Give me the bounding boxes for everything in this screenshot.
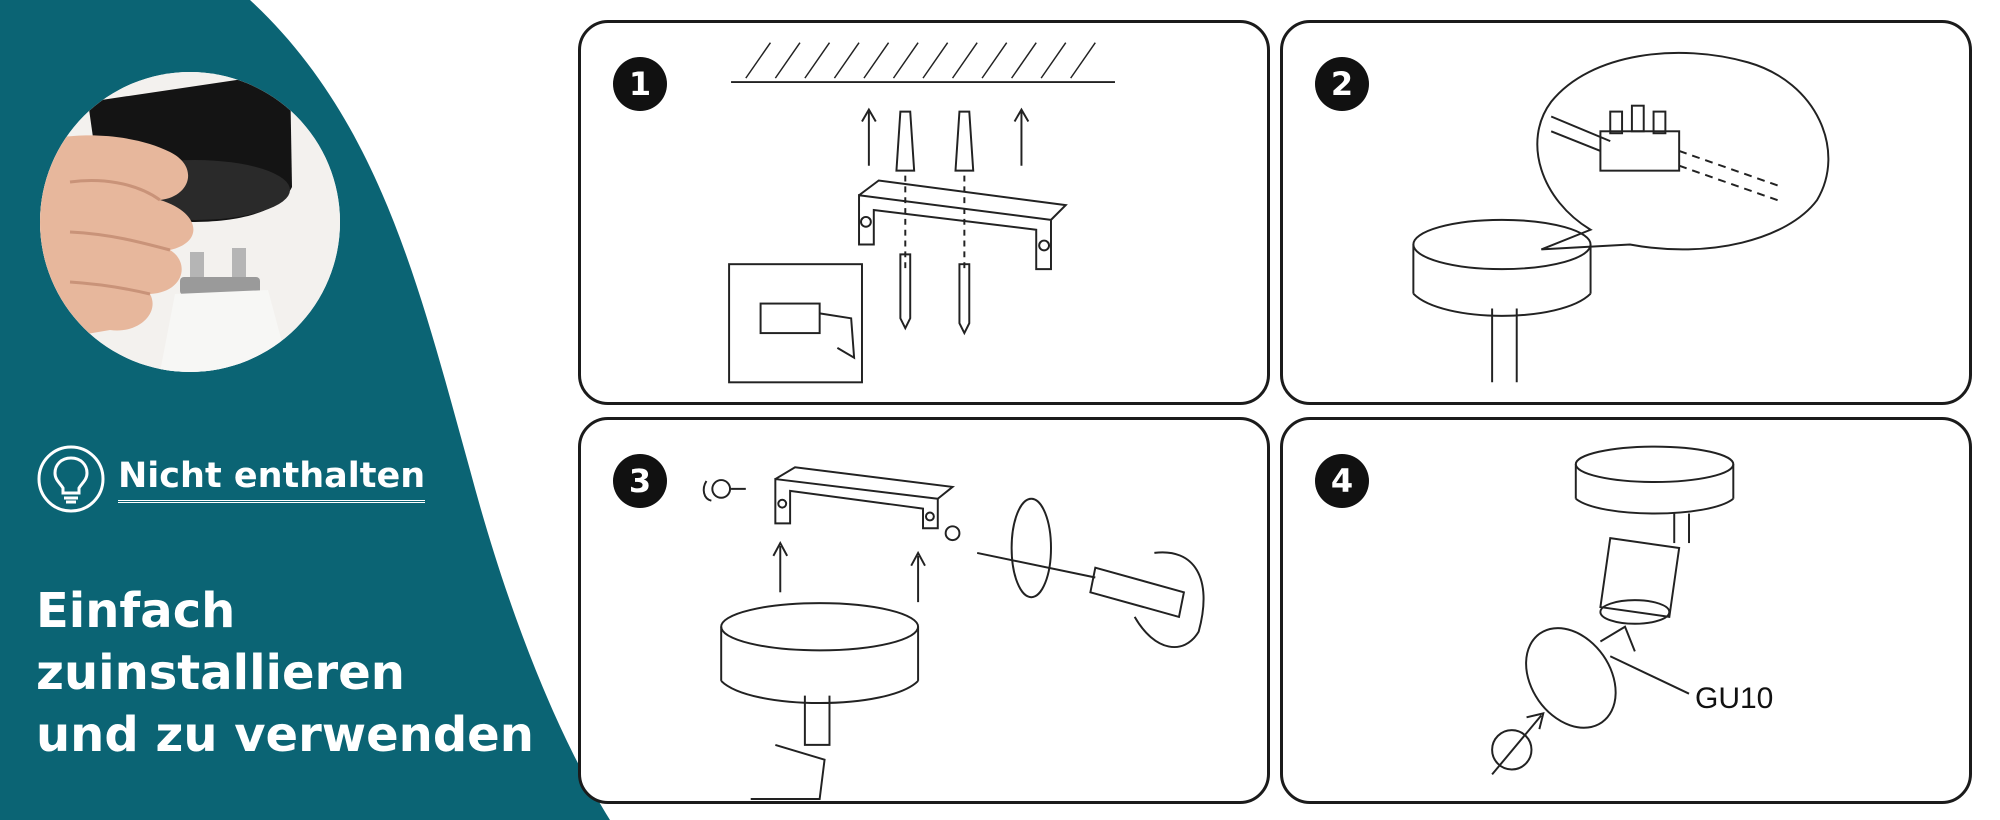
lightbulb-icon bbox=[37, 445, 105, 513]
product-photo-hand-holding-bulb bbox=[40, 72, 340, 372]
canopy-mounting-screwdriver-illustration bbox=[702, 466, 1205, 801]
bulb-not-included-note: Nicht enthalten bbox=[36, 444, 426, 514]
step-number-badge: 4 bbox=[1315, 454, 1369, 508]
headline: Einfach zuinstallieren und zu verwenden bbox=[36, 580, 534, 766]
gu10-bulb-insertion-illustration bbox=[1491, 445, 1735, 776]
step-number-badge: 2 bbox=[1315, 57, 1369, 111]
step-4-panel: 4 GU10 bbox=[1280, 417, 1972, 804]
step-2-panel: 2 bbox=[1280, 20, 1972, 405]
step-1-panel: 1 bbox=[578, 20, 1270, 405]
ceiling-bracket-drilling-illustration bbox=[728, 42, 1115, 384]
headline-line: und zu verwenden bbox=[36, 707, 534, 763]
bulb-type-label: GU10 bbox=[1695, 682, 1774, 715]
step-3-panel: 3 bbox=[578, 417, 1270, 804]
headline-line: Einfach bbox=[36, 583, 236, 639]
headline-line: zuinstallieren bbox=[36, 645, 405, 701]
bulb-not-included-label: Nicht enthalten bbox=[118, 456, 426, 503]
wiring-terminal-block-illustration bbox=[1412, 51, 1830, 383]
step-number-badge: 1 bbox=[613, 57, 667, 111]
step-number-badge: 3 bbox=[613, 454, 667, 508]
